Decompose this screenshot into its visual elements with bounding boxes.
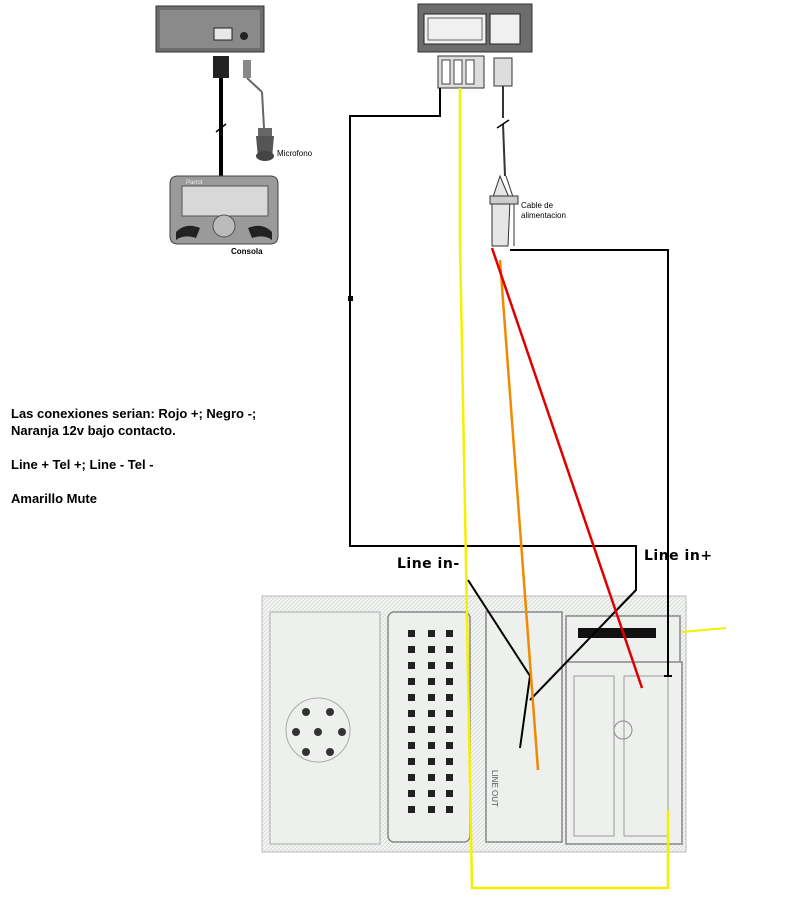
black-wire-line-in-minus — [349, 88, 637, 701]
pin — [408, 646, 415, 653]
pin — [428, 630, 435, 637]
pin — [446, 710, 453, 717]
cable-label-line2: alimentacion — [521, 211, 566, 220]
pin — [428, 806, 435, 813]
pin — [302, 748, 310, 756]
pin — [408, 694, 415, 701]
pin — [428, 678, 435, 685]
black-wire-negative — [510, 249, 669, 676]
pin — [326, 708, 334, 716]
pin — [408, 790, 415, 797]
pin — [408, 806, 415, 813]
connector-pins — [408, 630, 453, 813]
pin — [428, 758, 435, 765]
radio-connector-block — [261, 595, 687, 853]
main-unit-cables — [213, 56, 265, 178]
note-line-2: Naranja 12v bajo contacto. — [11, 423, 176, 438]
cable-label-line1: Cable de — [521, 201, 554, 210]
pin — [408, 758, 415, 765]
pin — [428, 742, 435, 749]
box-connectors — [437, 55, 513, 177]
line-in-minus-label: Line in- — [397, 556, 460, 572]
microphone — [256, 128, 274, 161]
parrot-console — [169, 175, 279, 245]
pin — [428, 662, 435, 669]
pin — [428, 694, 435, 701]
connection-notes: Las conexiones serian: Rojo +; Negro -; … — [11, 405, 256, 524]
pin — [408, 774, 415, 781]
pin — [408, 678, 415, 685]
pin — [446, 694, 453, 701]
pin — [292, 728, 300, 736]
pin — [428, 774, 435, 781]
yellow-wire-mute — [458, 88, 670, 890]
pin — [446, 646, 453, 653]
pin — [428, 710, 435, 717]
line-out-label: LINE OUT — [490, 770, 499, 807]
parrot-main-unit — [155, 5, 265, 53]
pin — [446, 742, 453, 749]
console-brand-label: Parrot — [186, 180, 203, 186]
pin — [408, 742, 415, 749]
pin — [408, 662, 415, 669]
pin — [428, 790, 435, 797]
line-out-label-group: LINE OUT — [490, 770, 499, 807]
red-wire-positive — [490, 247, 644, 689]
pin — [446, 630, 453, 637]
pin — [446, 678, 453, 685]
pin — [428, 726, 435, 733]
pin — [446, 662, 453, 669]
pin — [428, 646, 435, 653]
pin — [446, 758, 453, 765]
microfono-label: Microfono — [277, 149, 313, 158]
parrot-box-unit — [417, 3, 533, 53]
din-pins — [292, 708, 346, 756]
note-line-1: Las conexiones serian: Rojo +; Negro -; — [11, 406, 257, 421]
consola-label: Consola — [231, 247, 263, 256]
note-line-3: Line + Tel +; Line - Tel - — [11, 457, 154, 472]
pin — [446, 806, 453, 813]
pin — [446, 774, 453, 781]
pin — [446, 790, 453, 797]
pin — [302, 708, 310, 716]
line-in-plus-label: Line in+ — [644, 548, 713, 564]
pin — [408, 630, 415, 637]
pin — [314, 728, 322, 736]
pin — [408, 726, 415, 733]
note-line-4: Amarillo Mute — [11, 491, 97, 506]
pin — [408, 710, 415, 717]
orange-wire-ignition — [498, 259, 540, 771]
power-cable-bundle — [489, 174, 519, 247]
pin — [446, 726, 453, 733]
pin — [326, 748, 334, 756]
pin — [338, 728, 346, 736]
